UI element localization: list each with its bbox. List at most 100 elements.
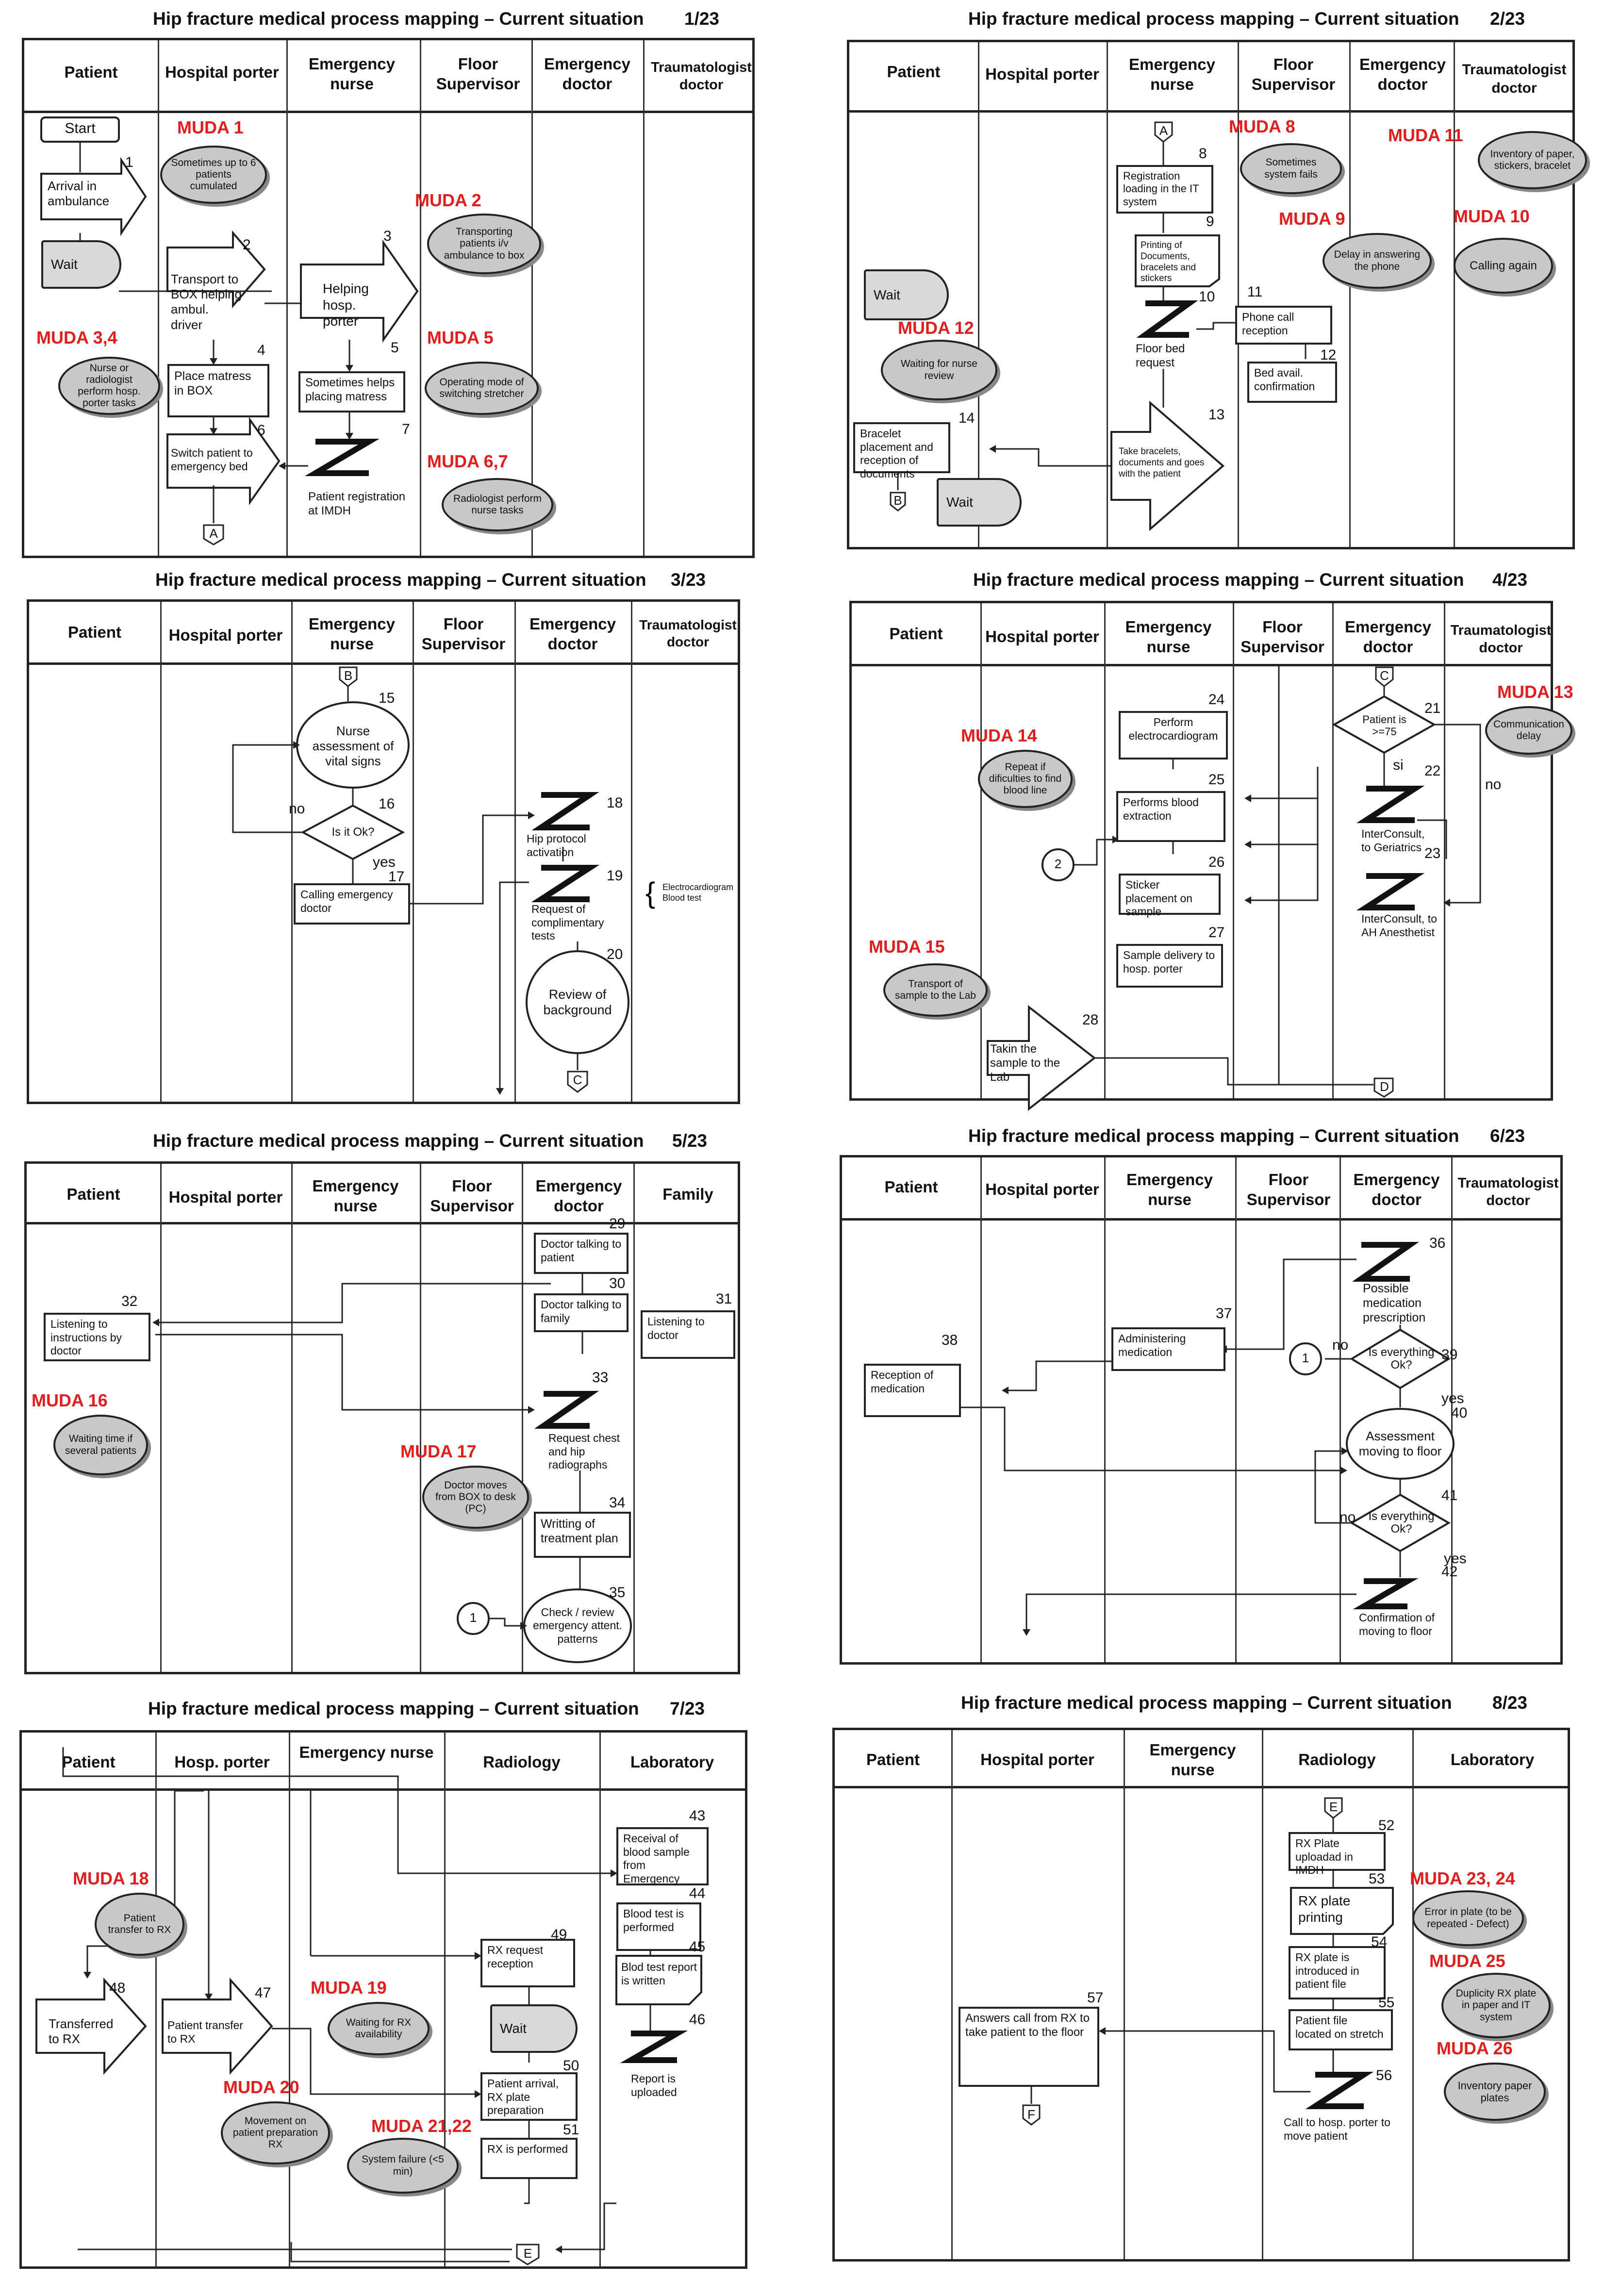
muda-cloud: Repeat if dificulties to find blood line: [978, 750, 1073, 808]
page-number: 5/23: [672, 1131, 708, 1151]
page-1: Hip fracture medical process mapping – C…: [0, 0, 786, 563]
step-rx-plate-introduced: RX plate is introduced in patient file: [1289, 1946, 1386, 1999]
lane-hospital-porter: Hospital porter: [985, 628, 1099, 645]
muda-cloud: Transporting patients i/v ambulance to b…: [427, 214, 541, 274]
step-blood-test-performed: Blood test is performed: [616, 1902, 701, 1951]
label-no: no: [1485, 776, 1502, 793]
muda-label: MUDA 18: [73, 1868, 149, 1888]
page-title: Hip fracture medical process mapping – C…: [973, 570, 1464, 590]
step-rx-plate-printing: RX plate printing: [1298, 1893, 1351, 1925]
muda-label: MUDA 11: [1388, 125, 1463, 145]
step-porter-transfer: Patient transfer to RX: [167, 2019, 243, 2045]
step-transport: Transport to BOX helping ambul. driver: [171, 272, 242, 332]
muda-cloud: Waiting time if several patients: [53, 1415, 148, 1475]
lane-hospital-porter: Hospital porter: [165, 63, 279, 81]
lane-emergency-nurse: Emergency nurse: [299, 1743, 434, 1761]
step-request-radiographs: Request chest and hip radiographs: [548, 1432, 620, 1471]
step-registration: Patient registration at IMDH: [308, 490, 406, 517]
muda-cloud: Waiting for RX availability: [328, 2002, 430, 2055]
lane-patient: Patient: [884, 1178, 938, 1196]
step-family-listening: Listening to doctor: [641, 1310, 735, 1359]
lane-emergency-nurse: Emergency nurse: [309, 55, 395, 93]
lane-emergency-nurse: Emergency nurse: [1149, 1741, 1236, 1779]
lane-traumatologist: Traumatologist doctor: [1450, 623, 1552, 656]
step-bracelet-placement: Bracelet placement and reception of docu…: [853, 422, 950, 480]
lane-emergency-doctor: Emergency doctor: [1345, 618, 1431, 656]
lane-floor-supervisor: Floor Supervisor: [421, 615, 506, 653]
step-doctor-talking-family: Doctor talking to family: [534, 1293, 628, 1332]
page-number: 1/23: [684, 9, 720, 29]
lane-emergency-doctor: Emergency doctor: [529, 615, 616, 653]
swimlane-frame: Patient Hospital porter Emergency nurse …: [849, 601, 1553, 1101]
step-assessment-moving: Assessment moving to floor: [1358, 1428, 1442, 1458]
lane-patient: Patient: [866, 1751, 920, 1768]
page-title: Hip fracture medical process mapping – C…: [961, 1693, 1452, 1713]
muda-cloud: System failure (<5 min): [347, 2138, 459, 2194]
step-call-hosp-porter: Call to hosp. porter to move patient: [1284, 2116, 1390, 2142]
connector-e: E: [1329, 1800, 1338, 1814]
lane-radiology: Radiology: [483, 1753, 561, 1771]
wait-shape: Wait: [937, 478, 1022, 527]
muda-cloud: Waiting for nurse review: [881, 340, 997, 400]
connector-a: A: [1159, 123, 1168, 138]
muda-cloud: Inventory paper plates: [1444, 2063, 1546, 2121]
connector-1: 1: [1302, 1351, 1309, 1365]
step-review-background: Review of background: [543, 987, 612, 1017]
step-nurse-assessment: Nurse assessment of vital signs: [312, 723, 394, 769]
muda-cloud: Calling again: [1454, 238, 1553, 294]
lane-traumatologist: Traumatologist doctor: [651, 60, 752, 93]
label-yes: yes: [1441, 1390, 1464, 1406]
page-1-connectors: [40, 116, 419, 545]
step-helping-porter: Helping hosp. porter: [323, 281, 369, 329]
muda-cloud: Movement on patient preparation RX: [221, 2101, 330, 2164]
page-3-connectors: {: [232, 666, 655, 1095]
step-report-uploaded: Report is uploaded: [631, 2072, 677, 2098]
muda-cloud: Sometimes up to 6 patients cumulated: [160, 146, 267, 204]
lane-hospital-porter: Hospital porter: [985, 1180, 1099, 1198]
muda-cloud: Operating mode of switching stretcher: [425, 362, 539, 415]
page-6: Hip fracture medical process mapping – C…: [820, 1121, 1604, 1689]
lane-floor-supervisor: Floor Supervisor: [1251, 55, 1336, 94]
muda-label: MUDA 25: [1429, 1951, 1505, 1971]
step-patient-arrival: Patient arrival, RX plate preparation: [480, 2072, 578, 2121]
page-8: Hip fracture medical process mapping – C…: [820, 1689, 1604, 2296]
muda-cloud: Error in plate (to be repeated - Defect): [1412, 1890, 1524, 1946]
lane-hospital-porter: Hospital porter: [980, 1751, 1094, 1768]
step-rx-plate-uploaded: RX Plate uploadad in IMDH: [1289, 1832, 1386, 1876]
lane-emergency-doctor: Emergency doctor: [1353, 1171, 1440, 1209]
lane-emergency-doctor: Emergency doctor: [1359, 55, 1446, 94]
muda-label: MUDA 2: [415, 190, 481, 210]
muda-cloud: Nurse or radiologist perform hosp. porte…: [58, 357, 160, 415]
page-number: 6/23: [1490, 1126, 1525, 1146]
muda-cloud: Inventory of paper, stickers, bracelet: [1478, 131, 1587, 189]
lane-hosp-porter: Hosp. porter: [174, 1753, 270, 1771]
muda-cloud: Transport of sample to the Lab: [883, 963, 988, 1017]
page-title: Hip fracture medical process mapping – C…: [153, 9, 644, 29]
lane-emergency-nurse: Emergency nurse: [1125, 618, 1212, 656]
lane-patient: Patient: [67, 623, 122, 641]
step-switch-patient: Switch patient to emergency bed: [171, 446, 253, 473]
page-title: Hip fracture medical process mapping – C…: [153, 1131, 644, 1151]
page-3: Hip fracture medical process mapping – C…: [0, 563, 786, 1121]
step-administering-medication: Administering medication: [1111, 1327, 1225, 1371]
page-number: 3/23: [671, 570, 706, 590]
muda-cloud: Patient transfer to RX: [95, 1893, 184, 1956]
connector-1: 1: [469, 1610, 477, 1625]
lane-traumatologist: Traumatologist doctor: [639, 617, 737, 649]
muda-label: MUDA 14: [961, 726, 1037, 745]
page-8-connectors: [1022, 1797, 1394, 2126]
wait-shape: Wait: [41, 240, 121, 289]
lane-emergency-doctor: Emergency doctor: [535, 1177, 622, 1215]
step-helps-placing: Sometimes helps placing matress: [298, 371, 405, 413]
page-title: Hip fracture medical process mapping – C…: [968, 9, 1459, 29]
page-2-connectors: [890, 121, 1306, 531]
lane-floor-supervisor: Floor Supervisor: [1246, 1171, 1331, 1209]
muda-cloud: Sometimes system fails: [1240, 143, 1342, 194]
lane-patient: Patient: [64, 63, 118, 81]
page-title: Hip fracture medical process mapping – C…: [968, 1126, 1459, 1146]
lane-emergency-nurse: Emergency nurse: [309, 615, 395, 653]
label-no: no: [1339, 1509, 1356, 1525]
muda-label: MUDA 9: [1279, 209, 1345, 229]
page-number: 8/23: [1492, 1693, 1528, 1713]
lane-hospital-porter: Hospital porter: [985, 65, 1099, 83]
